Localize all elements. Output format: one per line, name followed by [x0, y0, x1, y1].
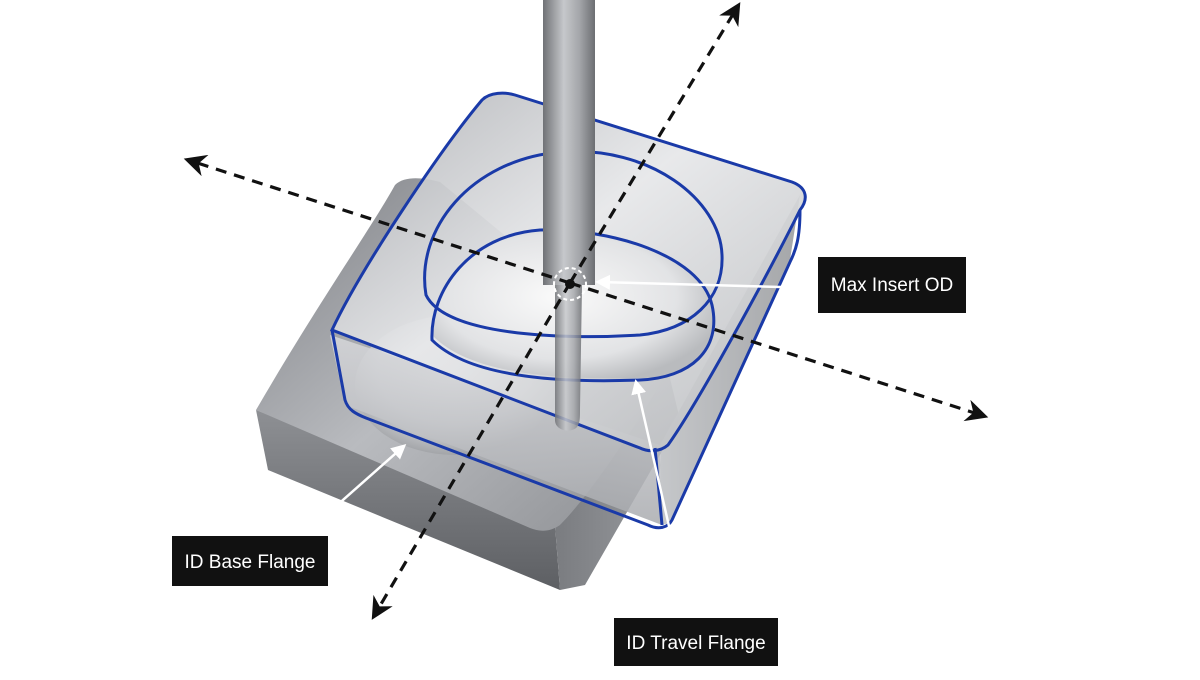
- plate-vertical-edge: [653, 447, 664, 526]
- callout-max-insert-od: Max Insert OD: [818, 257, 966, 313]
- plate-front-face: [330, 335, 662, 525]
- probe-rod-shaft: [543, 0, 595, 285]
- center-target-icon: [553, 267, 587, 301]
- leader-lines: [299, 274, 819, 619]
- plate-outline: [329, 91, 807, 530]
- id-base-flange-leader: [299, 444, 407, 539]
- max-insert-od-label: Max Insert OD: [831, 275, 953, 296]
- max-insert-od-leader: [595, 274, 819, 290]
- callout-id-travel-flange: ID Travel Flange: [614, 618, 778, 666]
- id-travel-flange-leader: [631, 379, 692, 619]
- axes: [183, 2, 989, 620]
- probe-rod-lower: [555, 285, 582, 431]
- id-travel-flange-label: ID Travel Flange: [626, 633, 765, 654]
- travel-flange-bottom-ring: [430, 228, 716, 383]
- plate-top-edge: [329, 91, 807, 453]
- dashed-axis-arrow: [183, 154, 571, 285]
- base-front-face: [256, 410, 560, 590]
- id-base-flange-label: ID Base Flange: [185, 552, 316, 573]
- dashed-axis-arrow: [568, 2, 741, 284]
- travel-flange-top-ring: [423, 149, 724, 339]
- dashed-axis-arrow: [569, 281, 989, 422]
- plate-bottom-edge: [330, 209, 802, 530]
- callout-id-base-flange: ID Base Flange: [172, 536, 328, 586]
- probe-rod: [543, 0, 595, 431]
- dashed-axis-arrow: [371, 282, 572, 620]
